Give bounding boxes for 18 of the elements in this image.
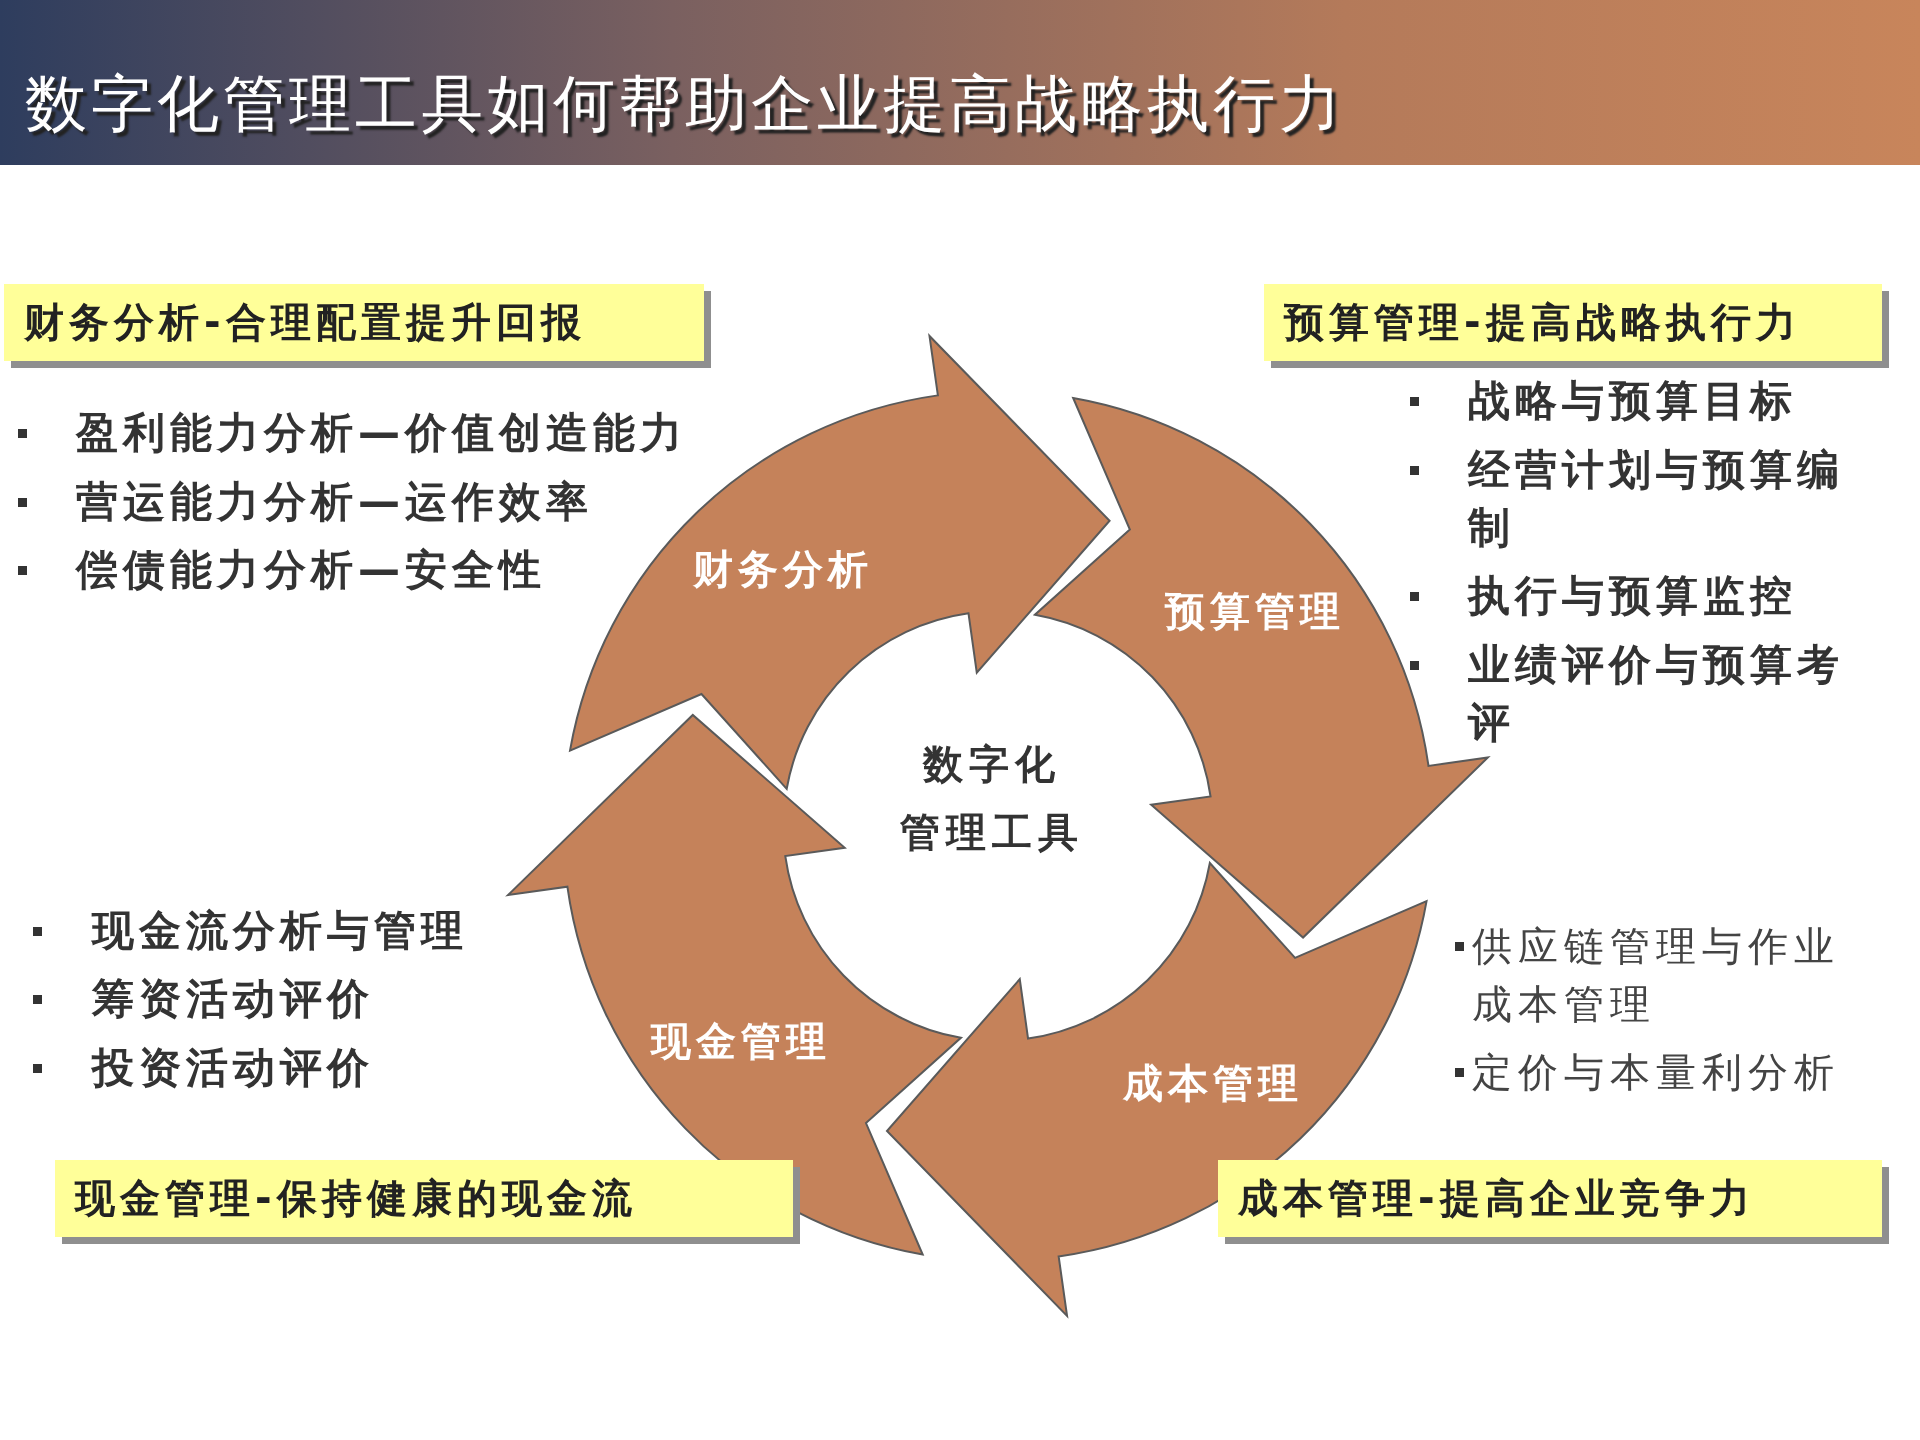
bullet-text: 现金流分析与管理 xyxy=(92,905,468,957)
bullet-text: 业绩评价与预算考评 xyxy=(1468,639,1845,749)
bullet-text: 投资活动评价 xyxy=(92,1042,374,1094)
bullet-text: 盈利能力分析—价值创造能力 xyxy=(76,407,687,459)
segment-label: 财务分析 xyxy=(692,544,873,594)
center-text: 数字化管理工具 xyxy=(900,730,1090,866)
bullet-text: 战略与预算目标 xyxy=(1468,375,1798,427)
title: 数字化管理工具如何帮助企业提高战略执行力 xyxy=(25,66,1345,142)
segment-label: 预算管理 xyxy=(1164,586,1345,636)
bullet-text: 筹资活动评价 xyxy=(92,973,374,1025)
segment-label: 成本管理 xyxy=(1123,1058,1304,1108)
bullet-text: 营运能力分析—运作效率 xyxy=(76,476,593,528)
segment-label: 现金管理 xyxy=(651,1016,832,1066)
bullet-text: 定价与本量利分析 xyxy=(1472,1048,1841,1097)
bullet-text: 经营计划与预算编制 xyxy=(1468,444,1845,554)
bullet-text: 偿债能力分析—安全性 xyxy=(76,544,546,596)
bullet-text: 执行与预算监控 xyxy=(1468,570,1798,622)
bullet-text: 供应链管理与作业成本管理 xyxy=(1472,922,1841,1029)
